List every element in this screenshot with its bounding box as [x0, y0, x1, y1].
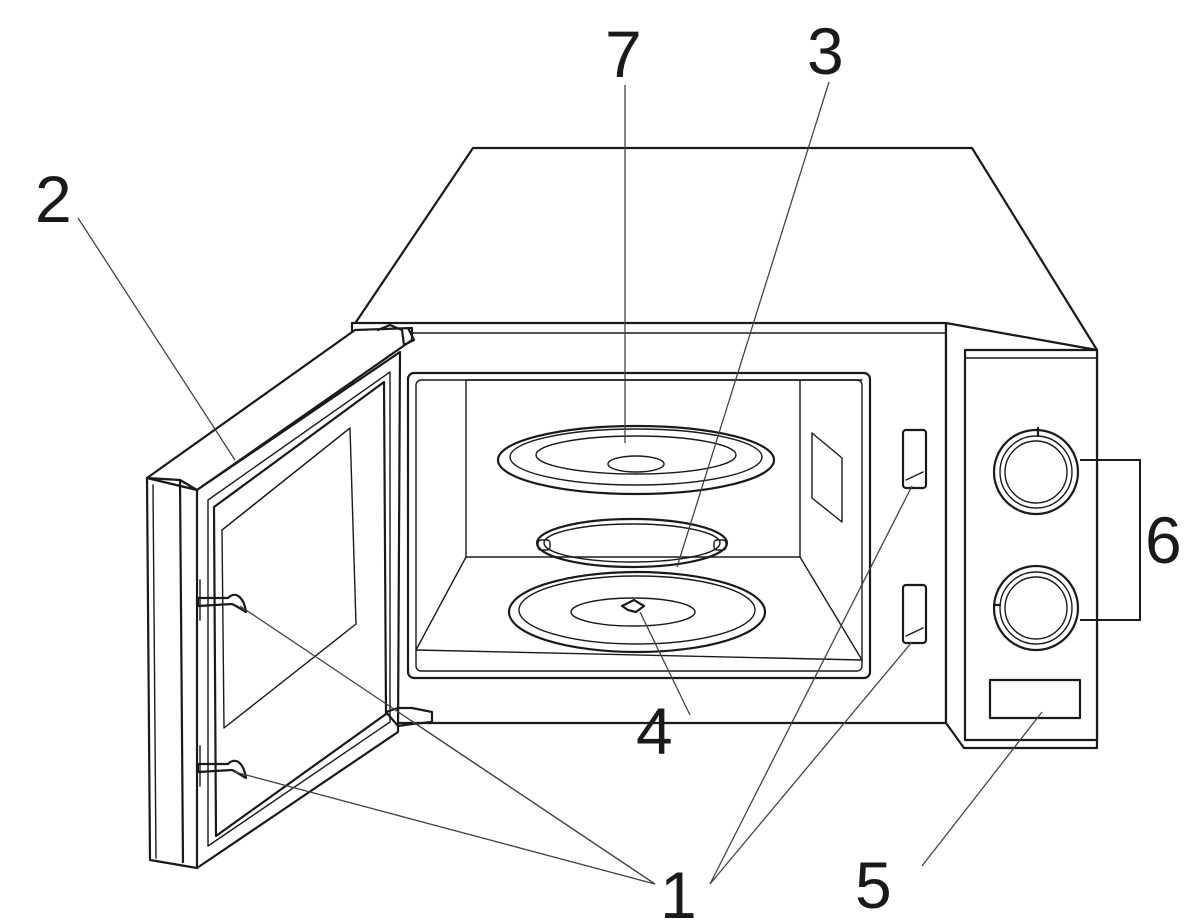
- knob-bracket: [1080, 459, 1141, 621]
- power-knob: [992, 564, 1080, 652]
- callout-1: 1: [660, 858, 697, 923]
- callout-4: 4: [636, 694, 673, 768]
- timer-knob: [992, 426, 1080, 516]
- control-panel: [988, 678, 1082, 720]
- interlock-slots: [901, 428, 928, 645]
- callout-3: 3: [807, 14, 844, 88]
- callout-numbers: 2 7 3 6 4 5 1: [35, 14, 1182, 923]
- turntable-base: [507, 570, 767, 654]
- roller-ring: [535, 517, 729, 569]
- callout-6: 6: [1145, 503, 1182, 577]
- control-knobs: [992, 426, 1080, 652]
- leader-lines: [77, 81, 1043, 885]
- control-panel-face: [963, 348, 1099, 742]
- cabinet-front: [350, 321, 948, 725]
- callout-2: 2: [35, 162, 72, 236]
- door: [145, 323, 434, 870]
- cabinet-top: [350, 146, 1099, 352]
- callout-5: 5: [855, 848, 892, 922]
- callout-7: 7: [605, 17, 642, 91]
- microwave-body: [350, 146, 1099, 750]
- door-latches: [196, 579, 248, 787]
- glass-tray: [496, 424, 776, 496]
- turntable-shaft: [620, 598, 646, 614]
- oven-cavity: [406, 371, 872, 680]
- waveguide-cover: [811, 432, 843, 523]
